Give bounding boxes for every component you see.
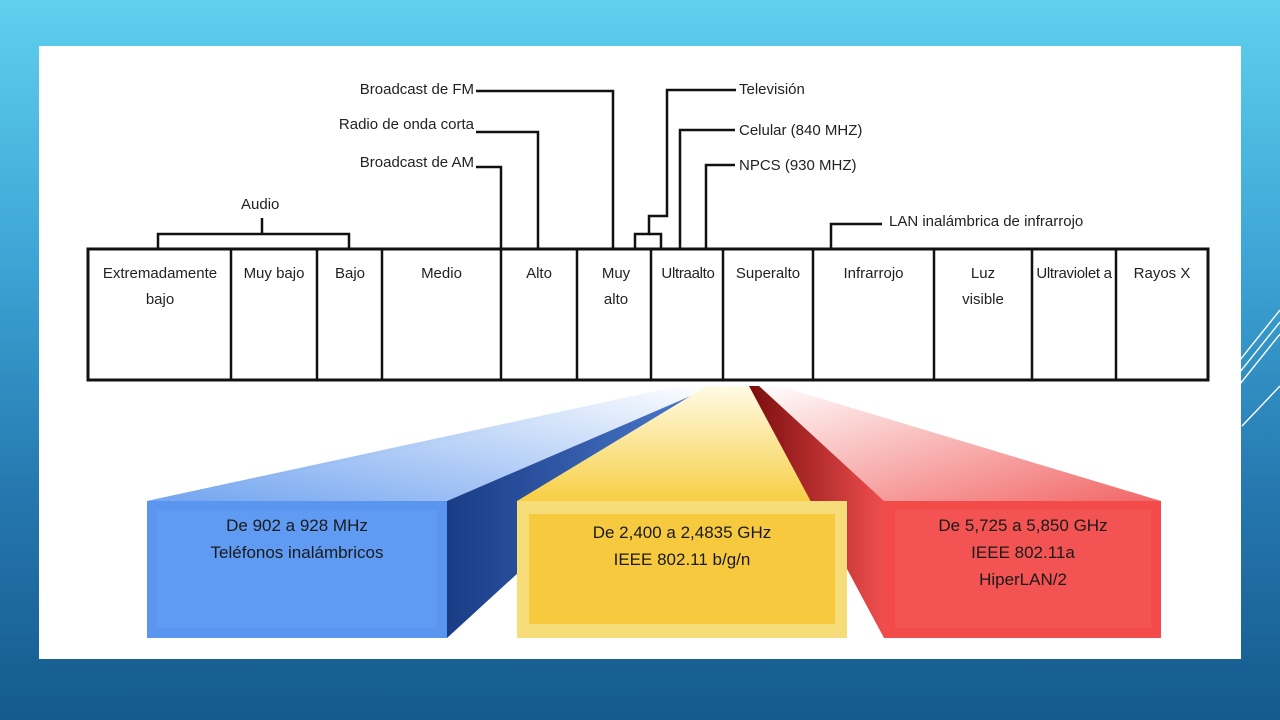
band-blue-range: De 902 a 928 MHz <box>226 516 368 535</box>
band-blue-use: Teléfonos inalámbricos <box>210 543 384 562</box>
callout-broadcast-am: Broadcast de AM <box>359 154 474 171</box>
cell-extremadamente-bajo: Extremadamente bajo <box>102 265 218 308</box>
cell-ultraalto: Ultraalto <box>661 265 715 282</box>
cell-luz-visible: Luz visible <box>962 265 1004 308</box>
callout-audio: Audio <box>241 196 280 213</box>
blue-beam-top-wide <box>147 386 714 501</box>
band-yellow-range: De 2,400 a 2,4835 GHz <box>592 523 772 542</box>
band-red-text: De 5,725 a 5,850 GHz IEEE 802.11a HiperL… <box>895 512 1151 593</box>
callout-television: Televisión <box>739 81 805 98</box>
callout-radio-onda-corta: Radio de onda corta <box>338 116 474 133</box>
cell-medio: Medio <box>421 265 462 282</box>
cell-rayos-x: Rayos X <box>1133 265 1191 282</box>
cell-alto: Alto <box>526 265 552 282</box>
cell-infrarrojo: Infrarrojo <box>843 265 904 282</box>
cell-bajo: Bajo <box>334 265 366 282</box>
band-yellow-text: De 2,400 a 2,4835 GHz IEEE 802.11 b/g/n <box>529 519 835 573</box>
callout-celular: Celular (840 MHZ) <box>739 122 863 139</box>
spectrum-diagram <box>86 88 1210 638</box>
callout-leaders <box>156 88 882 249</box>
callout-npcs: NPCS (930 MHZ) <box>739 157 857 174</box>
cell-superalto: Superalto <box>735 265 801 282</box>
decorative-lines <box>1240 309 1280 427</box>
spectrum-table <box>86 247 1210 382</box>
callout-lan-infrarrojo: LAN inalámbrica de infrarrojo <box>889 213 1084 230</box>
band-blue-text: De 902 a 928 MHz Teléfonos inalámbricos <box>157 512 437 566</box>
callout-broadcast-fm: Broadcast de FM <box>359 81 474 98</box>
band-yellow-use: IEEE 802.11 b/g/n <box>613 550 751 569</box>
band-red-use: IEEE 802.11a <box>971 543 1075 562</box>
band-red-range: De 5,725 a 5,850 GHz <box>938 516 1108 535</box>
band-boxes <box>147 501 1161 638</box>
cell-muy-alto: Muy alto <box>601 265 631 308</box>
cell-muy-bajo: Muy bajo <box>243 265 305 282</box>
cell-ultravioleta: Ultraviolet a <box>1036 265 1112 282</box>
band-red-use-2: HiperLAN/2 <box>979 570 1067 589</box>
diagram-panel: Extremadamente bajo Muy bajo Bajo Medio … <box>39 46 1241 659</box>
